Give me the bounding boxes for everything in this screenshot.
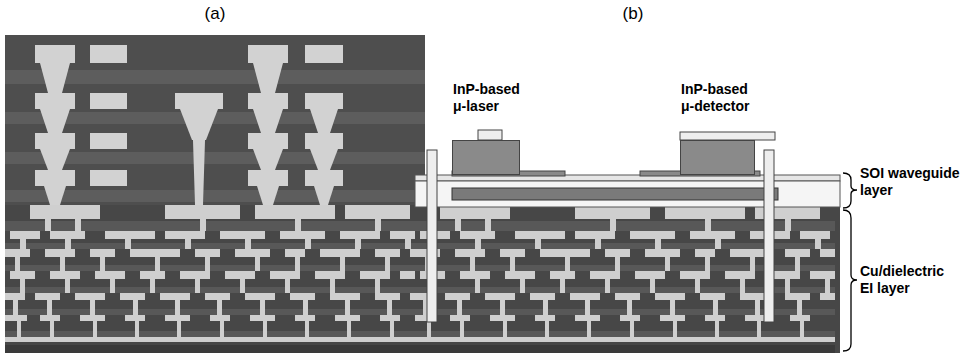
layer-label: Cu/dielectric EI layer bbox=[860, 263, 952, 297]
sem-cross-section bbox=[5, 205, 425, 353]
sem-cross-section bbox=[5, 70, 425, 84]
sem-cross-section bbox=[253, 109, 283, 133]
sem-cross-section bbox=[257, 186, 279, 205]
sem-cross-section bbox=[310, 149, 338, 170]
sem-cross-section bbox=[248, 45, 288, 63]
sem-cross-section bbox=[253, 149, 283, 170]
brace bbox=[843, 210, 857, 351]
sem-cross-section bbox=[5, 35, 425, 210]
sem-cross-section bbox=[35, 133, 75, 149]
sem-cross-section bbox=[175, 93, 223, 109]
sem-cross-section bbox=[305, 45, 343, 63]
sem-cross-section bbox=[90, 45, 127, 63]
sem-cross-section bbox=[5, 190, 425, 202]
through-via bbox=[427, 150, 437, 322]
sem-cross-section bbox=[310, 109, 338, 133]
sem-cross-section bbox=[248, 170, 288, 186]
sem-cross-section bbox=[314, 186, 334, 205]
contact-strips bbox=[680, 132, 775, 140]
sem-cross-section bbox=[5, 70, 425, 202]
panel-label: (b) bbox=[603, 4, 663, 24]
component-label: InP-based μ-laser bbox=[453, 81, 529, 115]
sem-cross-section bbox=[5, 35, 425, 353]
ei-layer-image bbox=[835, 205, 840, 353]
contact-strips bbox=[452, 130, 775, 176]
sem-cross-section bbox=[305, 170, 343, 186]
sem-cross-section bbox=[35, 93, 75, 109]
laser-block: InP-based μ-laser bbox=[452, 140, 520, 175]
sem-cross-section bbox=[35, 45, 343, 205]
sem-cross-section bbox=[193, 140, 205, 205]
sem-cross-section bbox=[90, 170, 127, 186]
sem-cross-section bbox=[248, 133, 288, 149]
soi-waveguide-layer bbox=[415, 181, 840, 207]
sem-cross-section bbox=[253, 63, 283, 93]
sem-cross-section bbox=[305, 93, 343, 109]
sem-cross-section bbox=[90, 133, 127, 149]
ei-layer-image bbox=[415, 205, 840, 353]
brace bbox=[843, 173, 857, 208]
sem-cross-section bbox=[40, 109, 70, 133]
through-via bbox=[764, 150, 774, 322]
sem-cross-section bbox=[90, 93, 127, 109]
soi-waveguide-layer bbox=[415, 175, 840, 207]
sem-cross-section bbox=[305, 133, 343, 149]
component-label: InP-based μ-detector bbox=[681, 81, 757, 115]
sem-cross-section bbox=[44, 186, 66, 205]
detector-block: InP-based μ-detector bbox=[680, 140, 755, 175]
soi-waveguide-layer bbox=[452, 188, 778, 200]
brace bbox=[843, 173, 857, 351]
sem-cross-section bbox=[35, 170, 75, 186]
sem-cross-section bbox=[35, 45, 75, 63]
sem-cross-section bbox=[248, 93, 288, 109]
sem-cross-section bbox=[40, 63, 70, 93]
layer-label: SOI waveguide layer bbox=[860, 165, 964, 199]
sem-cross-section bbox=[40, 149, 70, 170]
sem-cross-section bbox=[180, 109, 218, 140]
contact-strips bbox=[478, 130, 502, 140]
panel-label: (a) bbox=[185, 4, 245, 24]
through-via bbox=[427, 150, 774, 322]
